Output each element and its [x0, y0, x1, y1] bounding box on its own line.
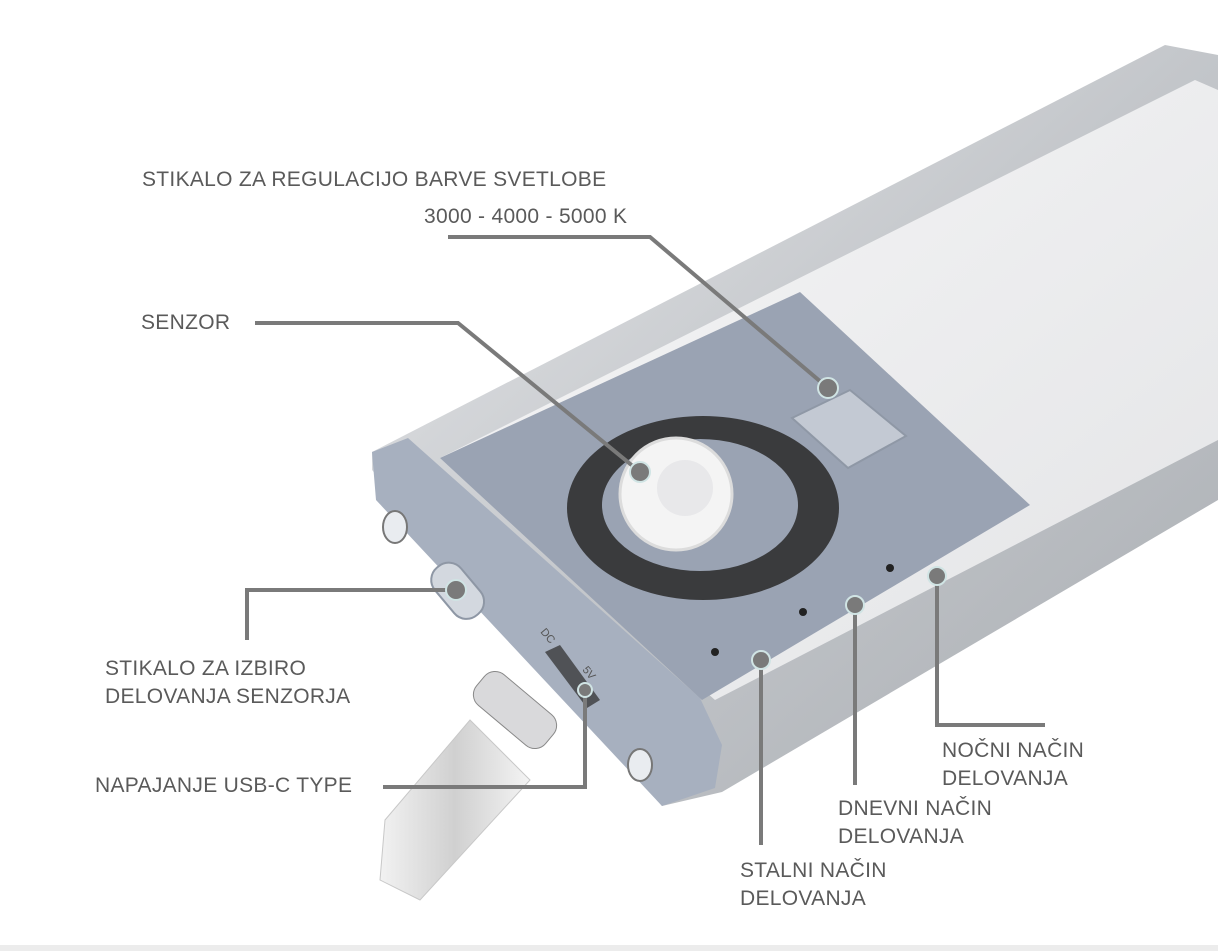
power-label: NAPAJANJE USB-C TYPE	[95, 774, 353, 797]
day-mode-label-1: DNEVNI NAČIN	[838, 797, 993, 820]
night-mode-label-1: NOČNI NAČIN	[942, 739, 1085, 762]
usb-c-cable	[379, 719, 531, 901]
sensor-label: SENZOR	[141, 311, 231, 334]
constant-mode-label-2: DELOVANJA	[740, 887, 867, 910]
bottom-divider	[0, 945, 1218, 951]
leader-lines	[245, 235, 1045, 845]
end-cap	[372, 438, 722, 806]
mode-switch-label-1: STIKALO ZA IZBIRO	[105, 657, 307, 680]
leader-dots	[445, 377, 947, 698]
constant-mode-label-1: STALNI NAČIN	[740, 859, 887, 882]
color-switch-values: 3000 - 4000 - 5000 K	[424, 205, 628, 228]
day-mode-label-2: DELOVANJA	[838, 825, 965, 848]
color-switch-title: STIKALO ZA REGULACIJO BARVE SVETLOBE	[142, 168, 607, 191]
color-switch-button	[790, 388, 908, 470]
night-mode-label-2: DELOVANJA	[942, 767, 1069, 790]
mode-switch-label-2: DELOVANJA SENZORJA	[105, 685, 351, 708]
usb-c-plug	[472, 670, 558, 750]
